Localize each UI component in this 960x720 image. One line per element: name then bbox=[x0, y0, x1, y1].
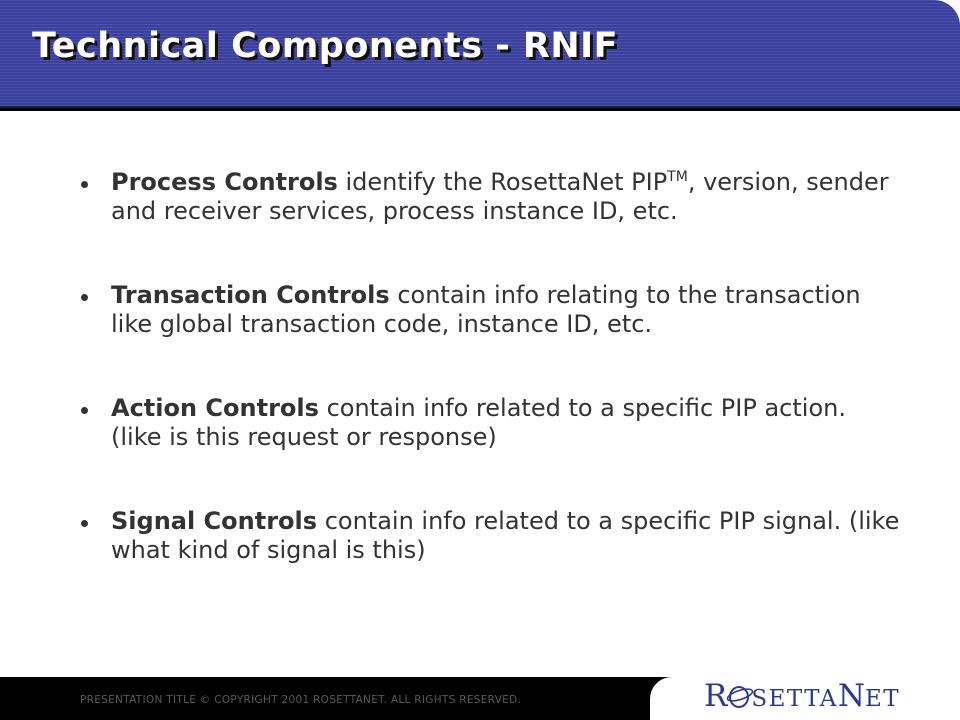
title-banner: Technical Components - RNIF bbox=[0, 0, 960, 108]
bullet-list: Process Controls identify the RosettaNet… bbox=[80, 168, 900, 565]
bullet-term: Process Controls bbox=[111, 168, 338, 196]
bullet-text: identify the RosettaNet PIP bbox=[337, 168, 668, 196]
bullet-term: Signal Controls bbox=[111, 507, 318, 535]
logo-letter-n: N bbox=[837, 678, 865, 714]
bullet-dot-icon bbox=[81, 407, 88, 414]
bullet-dot-icon bbox=[81, 181, 88, 188]
logo-letters-setta: SETTA bbox=[751, 686, 838, 712]
bullet-term: Action Controls bbox=[111, 394, 319, 422]
bullet-text: contain info related to a specific PIP a… bbox=[111, 394, 846, 451]
bullet-item-action-controls: Action Controls contain info related to … bbox=[80, 394, 900, 452]
bullet-dot-icon bbox=[81, 294, 88, 301]
bullet-item-signal-controls: Signal Controls contain info related to … bbox=[80, 507, 900, 565]
rosettanet-logo: R SETTANET bbox=[704, 678, 900, 714]
logo-o-ring-icon bbox=[727, 685, 754, 708]
bullet-text-continued: , version, sender and receiver services,… bbox=[111, 168, 889, 225]
bullet-dot-icon bbox=[81, 520, 88, 527]
trademark-mark: TM bbox=[667, 169, 688, 185]
bullet-text: contain info relating to the transaction… bbox=[111, 281, 861, 338]
footer-bar: PRESENTATION TITLE © COPYRIGHT 2001 ROSE… bbox=[0, 677, 960, 720]
bullet-text: contain info related to a specific PIP s… bbox=[111, 507, 900, 564]
bullet-term: Transaction Controls bbox=[111, 281, 390, 309]
footer-logo-area: R SETTANET bbox=[650, 677, 960, 720]
footer-copyright: PRESENTATION TITLE © COPYRIGHT 2001 ROSE… bbox=[80, 694, 522, 706]
logo-letters-et: ET bbox=[864, 686, 901, 712]
bullet-item-process-controls: Process Controls identify the RosettaNet… bbox=[80, 168, 900, 226]
logo-letter-r: R bbox=[704, 678, 728, 714]
slide-title: Technical Components - RNIF bbox=[32, 26, 619, 66]
bullet-item-transaction-controls: Transaction Controls contain info relati… bbox=[80, 281, 900, 339]
